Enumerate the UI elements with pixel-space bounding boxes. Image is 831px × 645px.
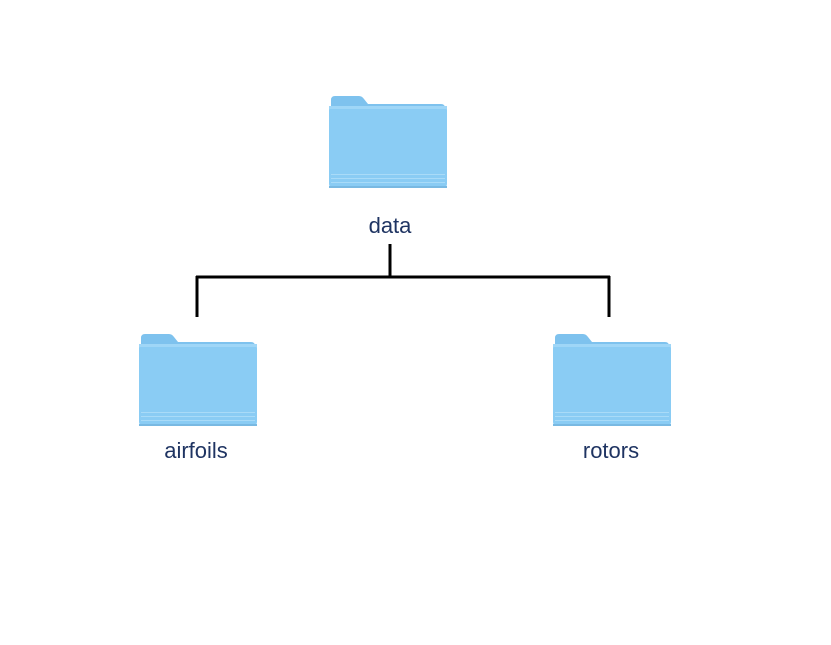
folder-node-airfoils[interactable] xyxy=(137,332,257,428)
folder-icon xyxy=(553,334,671,426)
folder-node-data[interactable] xyxy=(327,94,447,190)
folder-icon xyxy=(329,96,447,188)
folder-label-data: data xyxy=(368,213,412,238)
folder-icon xyxy=(139,334,257,426)
folder-label-airfoils: airfoils xyxy=(164,438,228,463)
folder-label-rotors: rotors xyxy=(582,438,640,463)
folder-node-rotors[interactable] xyxy=(551,332,671,428)
